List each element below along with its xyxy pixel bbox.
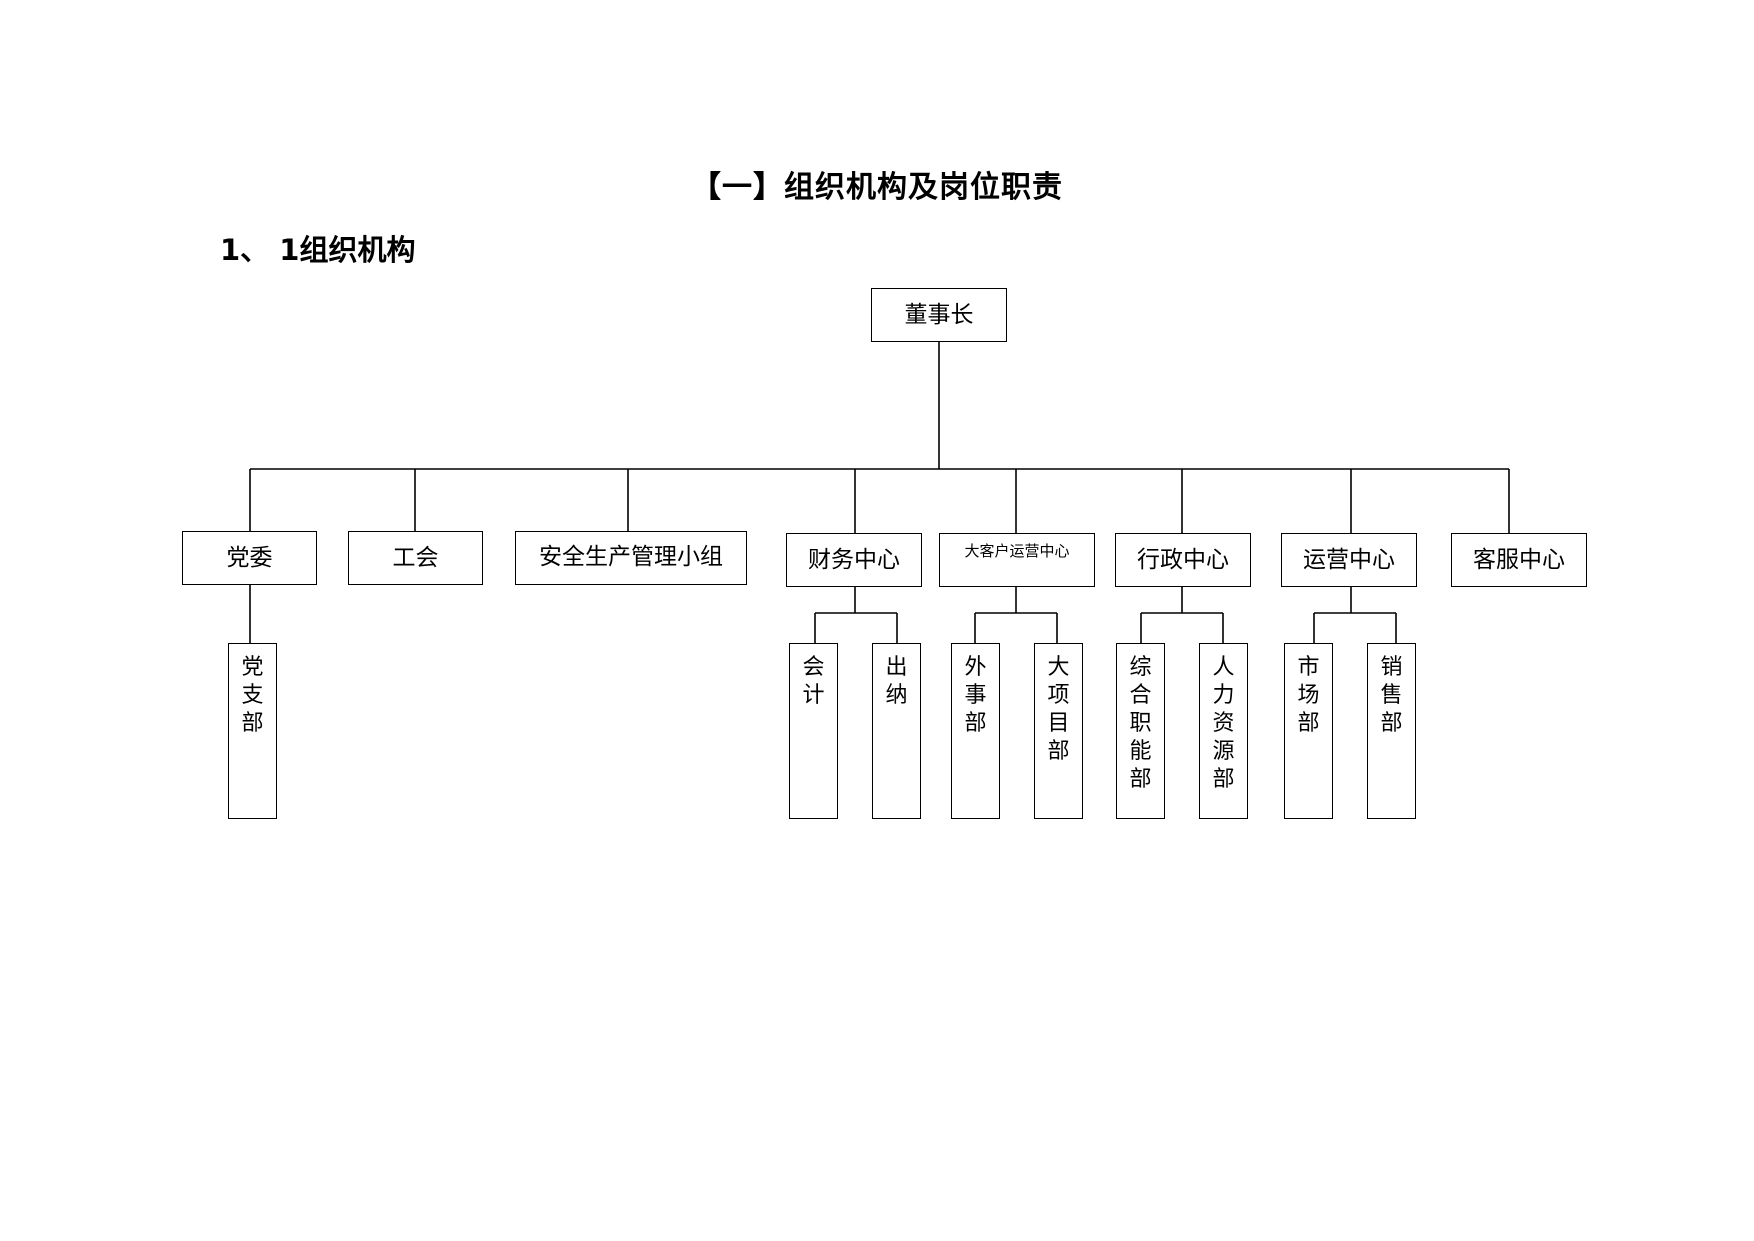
dept-admin-center: 行政中心 xyxy=(1115,533,1251,587)
dept-finance-center: 财务中心 xyxy=(786,533,922,587)
unit-label: 人力资源部 xyxy=(1212,655,1235,792)
unit-foreign-affairs: 外事部 xyxy=(951,643,1000,819)
section-heading: 1、 1组织机构 xyxy=(220,233,416,267)
unit-label: 出纳 xyxy=(885,655,908,708)
page-title: 【一】组织机构及岗位职责 xyxy=(691,170,1063,205)
dept-safety-group: 安全生产管理小组 xyxy=(515,531,747,585)
unit-general-functions: 综合职能部 xyxy=(1116,643,1165,819)
unit-major-projects: 大项目部 xyxy=(1034,643,1083,819)
dept-label: 行政中心 xyxy=(1137,546,1229,573)
dept-label: 安全生产管理小组 xyxy=(539,544,723,570)
unit-accounting: 会计 xyxy=(789,643,838,819)
dept-operation-center: 运营中心 xyxy=(1281,533,1417,587)
unit-label: 外事部 xyxy=(964,655,987,736)
dept-labor-union: 工会 xyxy=(348,531,483,585)
unit-label: 市场部 xyxy=(1297,655,1320,736)
dept-label: 运营中心 xyxy=(1303,546,1395,573)
unit-label: 会计 xyxy=(802,655,825,708)
dept-label: 客服中心 xyxy=(1473,546,1565,573)
unit-label: 大项目部 xyxy=(1047,655,1070,764)
dept-party-committee: 党委 xyxy=(182,531,317,585)
dept-label: 工会 xyxy=(392,544,439,571)
dept-label: 财务中心 xyxy=(808,546,900,573)
unit-sales: 销售部 xyxy=(1367,643,1416,819)
unit-label: 党支部 xyxy=(241,655,264,736)
unit-label: 销售部 xyxy=(1380,655,1403,736)
unit-marketing: 市场部 xyxy=(1284,643,1333,819)
dept-label: 党委 xyxy=(226,544,273,571)
dept-customer-service-center: 客服中心 xyxy=(1451,533,1587,587)
unit-cashier: 出纳 xyxy=(872,643,921,819)
unit-label: 综合职能部 xyxy=(1129,655,1152,792)
unit-human-resources: 人力资源部 xyxy=(1199,643,1248,819)
chairman-label: 董事长 xyxy=(904,301,974,328)
dept-label: 大客户运营中心 xyxy=(964,542,1070,560)
chairman-box: 董事长 xyxy=(871,288,1007,342)
unit-party-branch: 党支部 xyxy=(228,643,277,819)
dept-key-account-center: 大客户运营中心 xyxy=(939,533,1095,587)
